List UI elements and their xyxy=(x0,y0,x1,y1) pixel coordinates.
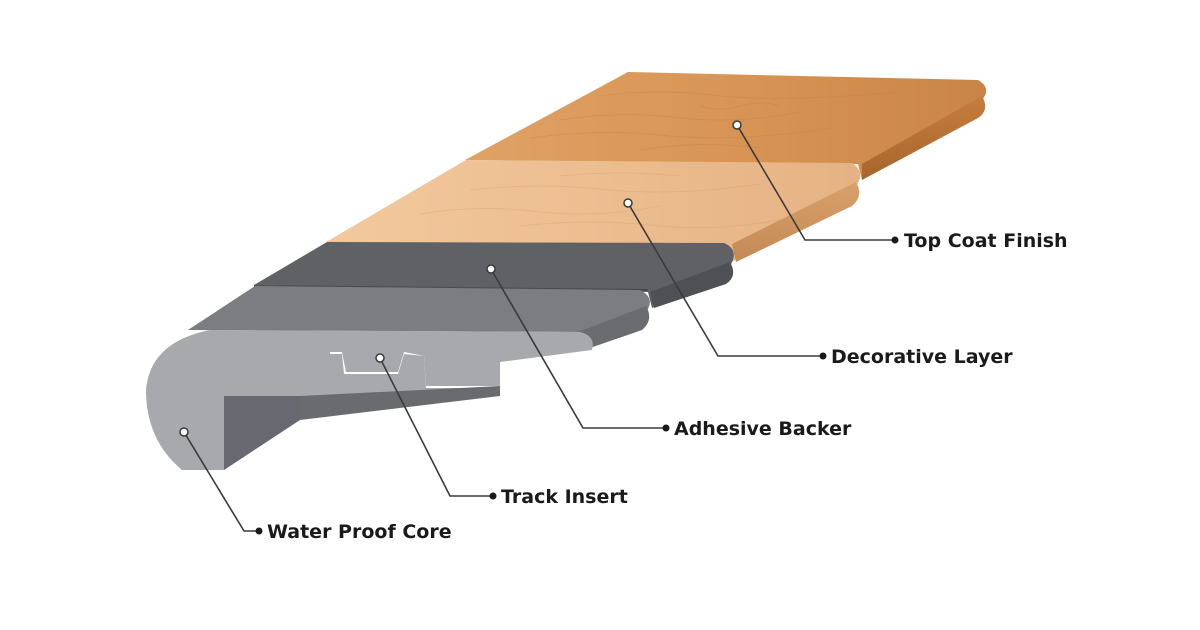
top-coat-layer xyxy=(465,72,987,180)
anchor-top-coat xyxy=(732,120,742,130)
dot-core xyxy=(255,527,263,535)
dot-decorative xyxy=(819,352,827,360)
label-water-proof-core: Water Proof Core xyxy=(267,521,452,543)
label-decorative-layer: Decorative Layer xyxy=(831,346,1013,368)
anchor-points xyxy=(179,120,742,437)
leader-decorative xyxy=(627,202,822,357)
label-top-coat-finish: Top Coat Finish xyxy=(904,230,1068,252)
anchor-adhesive xyxy=(486,264,496,274)
label-dots xyxy=(255,236,899,535)
anchor-track xyxy=(375,353,385,363)
leader-core xyxy=(183,431,258,532)
leader-lines xyxy=(183,124,893,532)
anchor-core xyxy=(179,427,189,437)
label-track-insert: Track Insert xyxy=(501,486,628,508)
dot-top-coat xyxy=(891,236,899,244)
leader-top-coat xyxy=(736,124,893,241)
leader-track xyxy=(379,357,492,497)
core-top-surface xyxy=(188,286,650,350)
core-profile-face xyxy=(146,330,593,470)
leader-adhesive xyxy=(490,268,664,429)
dot-track xyxy=(489,492,497,500)
decorative-layer xyxy=(326,160,861,262)
label-adhesive-backer: Adhesive Backer xyxy=(674,418,852,440)
dot-adhesive xyxy=(662,424,670,432)
anchor-decorative xyxy=(623,198,633,208)
